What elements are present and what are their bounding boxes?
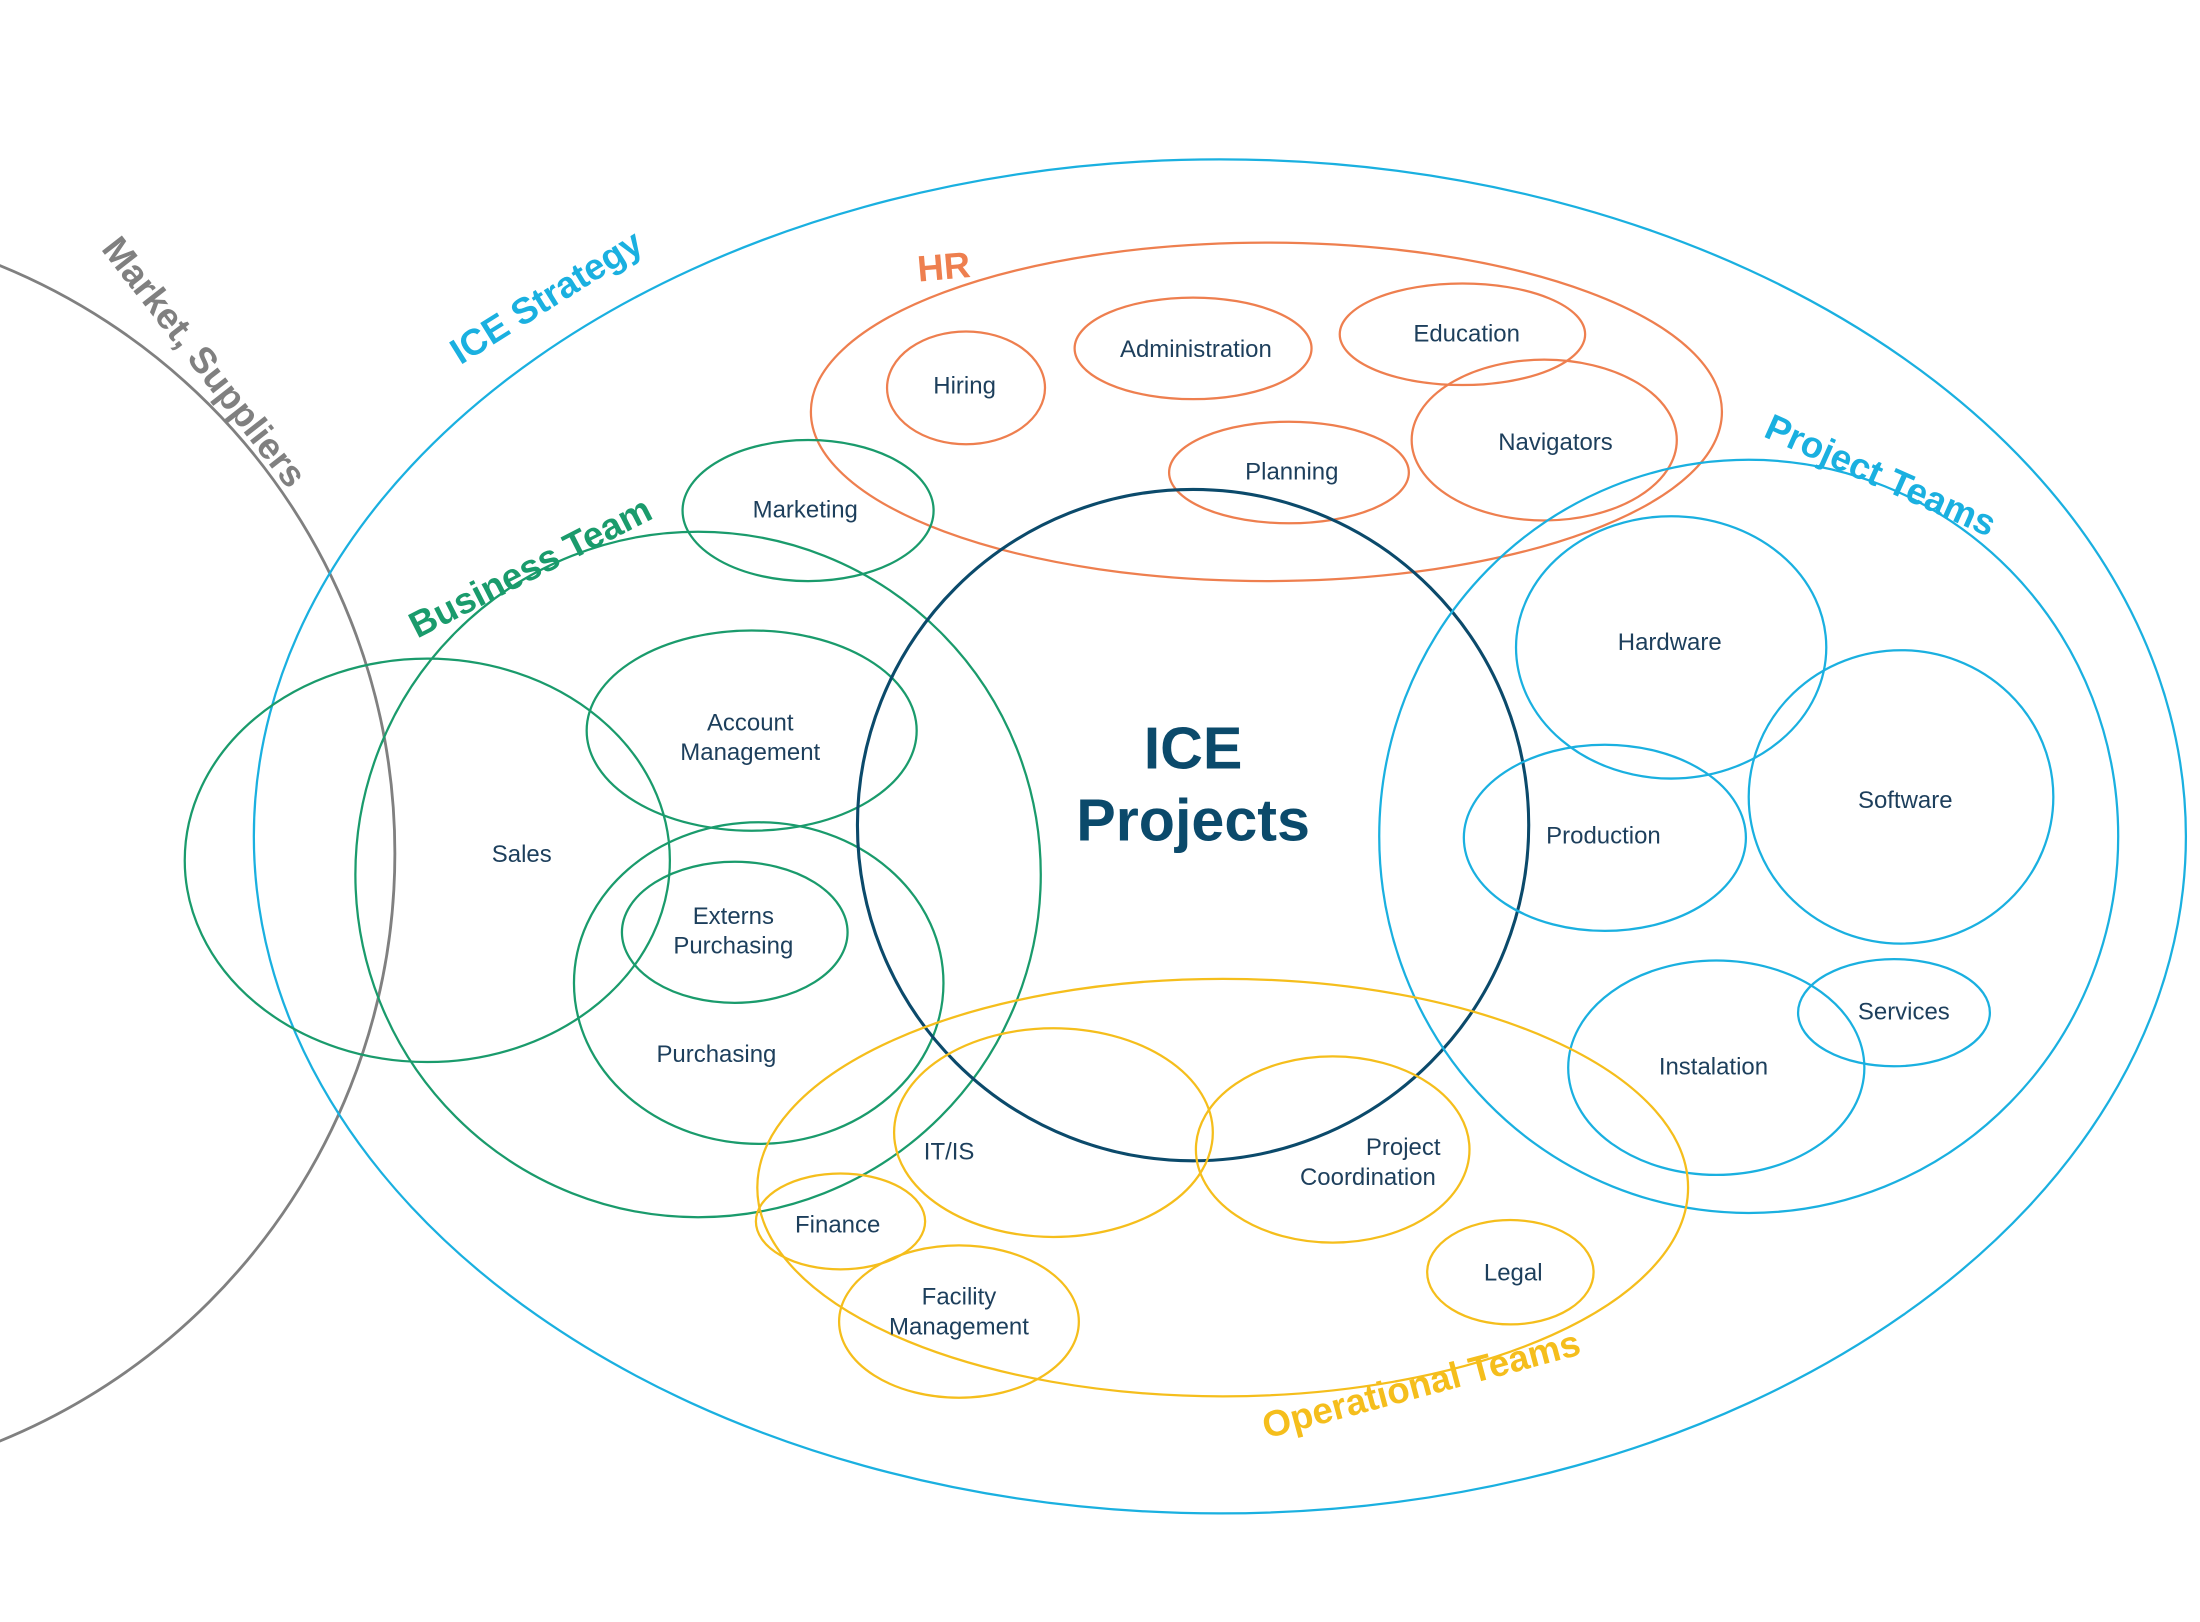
- navigators-ellipse: [1410, 358, 1678, 522]
- externs-purchasing-label-line1: Externs: [693, 903, 774, 930]
- administration-ellipse: [1073, 296, 1313, 401]
- project-coordination-ellipse: [1194, 1055, 1471, 1244]
- legal-ellipse: [1426, 1218, 1595, 1326]
- business-team-label: Business Team: [402, 488, 658, 645]
- finance-label: Finance: [795, 1212, 880, 1239]
- ice-strategy-label: ICE Strategy: [443, 221, 650, 372]
- itis-label: IT/IS: [924, 1138, 975, 1165]
- education-ellipse: [1338, 282, 1587, 387]
- hiring-label: Hiring: [933, 373, 996, 400]
- sales-label: Sales: [492, 841, 552, 868]
- education-label: Education: [1413, 320, 1520, 347]
- account-management-label-line2: Management: [680, 739, 820, 766]
- project-teams-ellipse: [1378, 458, 2120, 1215]
- project-coordination-label-line2: Coordination: [1300, 1164, 1436, 1191]
- sales-ellipse: [183, 657, 671, 1064]
- hr-label: HR: [916, 244, 972, 289]
- facility-management-label-line2: Management: [889, 1313, 1029, 1340]
- marketing-ellipse: [681, 438, 935, 583]
- hr-ellipse: [809, 241, 1724, 583]
- ice-strategy-ellipse: [252, 158, 2188, 1515]
- project-teams-label: Project Teams: [1759, 406, 2002, 544]
- purchasing-label: Purchasing: [656, 1041, 776, 1068]
- project-coordination-label-line1: Project: [1366, 1134, 1441, 1161]
- production-label: Production: [1546, 822, 1661, 849]
- operational-teams-ellipse: [756, 977, 1690, 1398]
- operational-teams-label: Operational Teams: [1258, 1322, 1585, 1446]
- account-management-label-line1: Account: [707, 710, 794, 737]
- marketing-label: Marketing: [753, 497, 858, 524]
- finance-ellipse: [754, 1172, 927, 1271]
- ice-projects-title-line1: ICE: [1144, 715, 1243, 782]
- hardware-ellipse: [1514, 515, 1828, 780]
- facility-management-label-line1: Facility: [922, 1284, 997, 1311]
- instalation-label: Instalation: [1659, 1054, 1768, 1081]
- services-label: Services: [1858, 999, 1950, 1026]
- externs-purchasing-label-line2: Purchasing: [673, 932, 793, 959]
- legal-label: Legal: [1484, 1260, 1543, 1287]
- externs-purchasing-ellipse: [620, 860, 849, 1004]
- hiring-ellipse: [885, 330, 1047, 446]
- services-ellipse: [1796, 957, 1992, 1068]
- planning-label: Planning: [1245, 459, 1338, 486]
- planning-ellipse: [1167, 420, 1410, 525]
- account-management-ellipse: [585, 629, 918, 832]
- software-ellipse: [1747, 649, 2055, 945]
- ice-projects-title-line2: Projects: [1076, 787, 1310, 854]
- instalation-ellipse: [1567, 959, 1866, 1177]
- administration-label: Administration: [1120, 336, 1272, 363]
- itis-ellipse: [892, 1027, 1214, 1239]
- hardware-label: Hardware: [1618, 629, 1722, 656]
- market-suppliers-circle: [0, 264, 397, 1443]
- ice-projects-circle: [855, 487, 1531, 1163]
- production-ellipse: [1462, 743, 1748, 933]
- purchasing-ellipse: [572, 821, 945, 1145]
- business-team-circle: [354, 530, 1042, 1219]
- navigators-label: Navigators: [1498, 429, 1613, 456]
- software-label: Software: [1858, 787, 1953, 814]
- facility-management-ellipse: [837, 1244, 1080, 1399]
- market-suppliers-label: Market, Suppliers: [94, 229, 314, 495]
